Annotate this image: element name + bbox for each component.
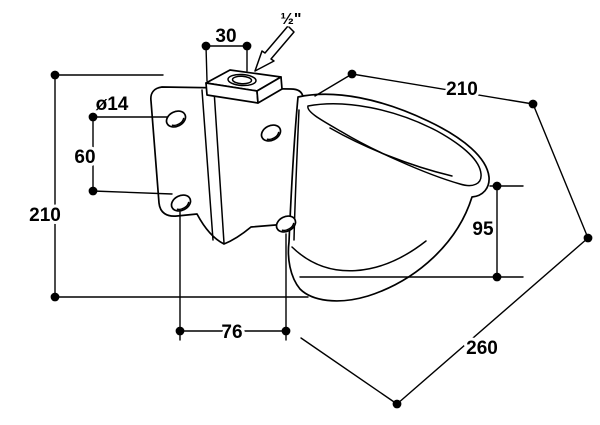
dimension-dot	[50, 70, 60, 80]
extension-line	[205, 45, 208, 82]
dimension-dot	[88, 186, 98, 196]
extension-line	[532, 103, 589, 239]
plate-bend-line	[213, 89, 225, 244]
mounting-hole-shadow	[176, 201, 190, 211]
dimension-30: 30	[201, 23, 252, 82]
bowl-rim-opening	[307, 103, 482, 187]
dimension-dot	[201, 41, 211, 51]
dimension-dot	[583, 233, 593, 243]
dimension-dot	[175, 326, 185, 336]
dimension-210-left: 210	[26, 70, 309, 302]
dimension-label: 95	[472, 219, 494, 240]
dimension-line	[351, 73, 534, 105]
dimension-dot	[242, 41, 252, 51]
dimension-line	[396, 237, 589, 405]
dimension-label: 76	[221, 322, 242, 343]
extension-line	[314, 73, 353, 97]
dimension-dot	[50, 292, 60, 302]
dimension-label: 60	[74, 147, 95, 168]
dimension-dot	[281, 326, 291, 336]
extension-line	[300, 337, 398, 405]
thread-boss-group	[205, 69, 283, 104]
dimension-60: 60	[71, 112, 173, 196]
dimension-95: 95	[299, 181, 524, 282]
thread-hole-outer	[227, 73, 257, 87]
hole-diameter-label: ø14	[96, 94, 129, 115]
bowl-belly-contour-line	[291, 240, 427, 272]
mounting-hole-shadow	[266, 131, 280, 141]
dimension-dot	[88, 112, 98, 122]
thread-boss-side-face	[256, 76, 283, 104]
plate-bend-line	[201, 89, 214, 241]
thread-size-label: ½"	[281, 11, 302, 28]
thread-pointer-arrow-icon	[254, 25, 295, 72]
dimension-label: 210	[446, 79, 478, 100]
dimension-label: 210	[29, 205, 61, 226]
dimension-dot	[392, 399, 402, 409]
dimension-dot	[492, 272, 502, 282]
dimension-dia14: ø14	[93, 91, 132, 118]
dimension-dot	[528, 99, 538, 109]
dimension-label: 30	[215, 26, 236, 47]
dimension-label: 260	[466, 338, 498, 359]
dimension-dot	[347, 69, 357, 79]
dimension-260: 260	[300, 233, 593, 409]
extension-line	[92, 190, 173, 195]
bowl-group	[287, 93, 490, 302]
dimension-76: 76	[175, 211, 291, 346]
thread-hole-inner	[231, 75, 253, 85]
dimension-dot	[492, 181, 502, 191]
dimension-210-top: 210	[314, 69, 589, 239]
bowl-interior-line	[329, 127, 453, 177]
dimension-thread: ½"	[254, 9, 304, 72]
mounting-hole-shadow	[171, 117, 185, 127]
mounting-holes-group	[165, 110, 297, 233]
mounting-hole-shadow	[281, 222, 295, 232]
bowl-body	[287, 93, 490, 302]
